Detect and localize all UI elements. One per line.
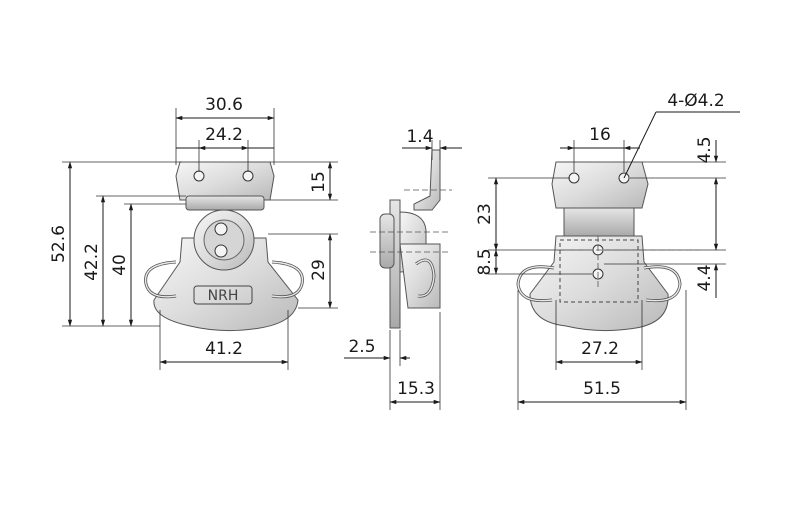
rear-right-loop-inner bbox=[643, 266, 681, 302]
dim-24-2: 24.2 bbox=[205, 125, 243, 145]
right-loop-inner bbox=[271, 261, 304, 298]
dim-51-5: 51.5 bbox=[583, 379, 621, 399]
brand-stamp-frame bbox=[193, 285, 253, 305]
dim-40: 40 bbox=[110, 254, 130, 276]
dim-1-4: 1.4 bbox=[406, 127, 433, 147]
lock-knob bbox=[379, 213, 395, 269]
rear-left-loop-inner bbox=[517, 266, 555, 302]
rear-top-plate bbox=[551, 161, 649, 209]
rear-view bbox=[516, 161, 682, 332]
rear-top-hole-left bbox=[568, 172, 580, 184]
dim-27-2: 27.2 bbox=[581, 339, 619, 359]
dim-4-4: 4.4 bbox=[695, 264, 715, 291]
dim-8-5: 8.5 bbox=[475, 248, 495, 275]
lock-cylinder-inner bbox=[203, 219, 245, 261]
top-flange bbox=[413, 149, 441, 211]
top-mounting-plate bbox=[175, 161, 275, 201]
side-hook-inner bbox=[415, 259, 435, 297]
top-hole-left bbox=[193, 170, 205, 182]
rivet-top bbox=[214, 222, 228, 236]
top-hole-right bbox=[242, 170, 254, 182]
hinge-block bbox=[185, 195, 265, 211]
dim-41-2: 41.2 bbox=[205, 339, 243, 359]
latch-body bbox=[153, 237, 299, 332]
dim-15-3: 15.3 bbox=[397, 379, 435, 399]
rear-body bbox=[529, 235, 669, 332]
front-view: NRH bbox=[144, 161, 304, 332]
side-view bbox=[379, 149, 441, 329]
rivet-bottom bbox=[214, 244, 228, 258]
rear-recess bbox=[559, 239, 639, 303]
brand-stamp: NRH bbox=[208, 288, 239, 304]
dim-23: 23 bbox=[475, 203, 495, 225]
dim-52-6: 52.6 bbox=[49, 225, 69, 263]
left-loop-inner bbox=[144, 261, 177, 298]
side-dimensions: 1.4 2.5 15.3 bbox=[344, 127, 462, 410]
front-dimensions: 30.6 24.2 52.6 42.2 40 15 29 41.2 bbox=[49, 95, 338, 370]
hole-spec: 4-Ø4.2 bbox=[667, 91, 724, 111]
dim-4-5: 4.5 bbox=[695, 136, 715, 163]
dim-42-2: 42.2 bbox=[82, 243, 102, 281]
dim-30-6: 30.6 bbox=[205, 95, 243, 115]
rear-dimensions: 4-Ø4.2 16 4.5 23 8.5 4.4 27.2 bbox=[475, 91, 740, 410]
rear-hinge bbox=[563, 207, 635, 237]
dim-15: 15 bbox=[309, 171, 329, 193]
dim-16: 16 bbox=[589, 125, 611, 145]
dim-2-5: 2.5 bbox=[348, 337, 375, 357]
dim-29: 29 bbox=[309, 259, 329, 281]
